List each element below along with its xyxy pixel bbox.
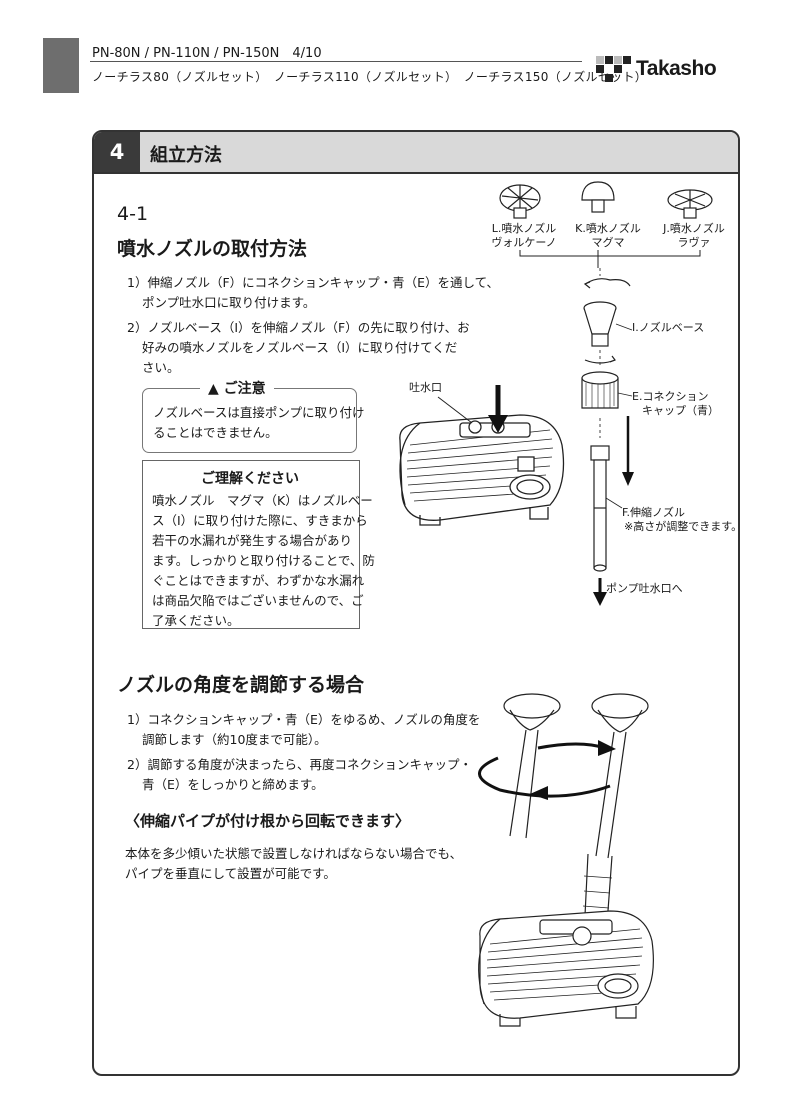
nozzle-magma-name: マグマ	[591, 236, 625, 249]
rotate-line-1: 本体を多少傾いた状態で設置しなければならない場合でも、	[125, 846, 463, 861]
nozzle-options-illustration	[499, 181, 713, 268]
notice-line-4: ます。しっかりと取り付けることで、防	[152, 553, 375, 568]
subsection-number: 4-1	[117, 203, 149, 225]
base-label: I.ノズルベース	[632, 321, 705, 334]
rotate-line-2: パイプを垂直にして設置が可能です。	[125, 866, 336, 881]
header-rule	[90, 61, 582, 62]
model-number: PN-80N / PN-110N / PN-150N 4/10	[92, 46, 322, 61]
section-title: 組立方法	[150, 145, 222, 166]
notice-line-6: は商品欠陥ではございませんので、ご	[152, 593, 364, 608]
notice-line-1: 噴水ノズル マグマ（K）はノズルベー	[152, 493, 373, 508]
notice-line-7: 了承ください。	[152, 613, 240, 628]
brand-name: Takasho	[636, 57, 717, 80]
logo-mark-icon	[596, 56, 631, 82]
angle-step-1a: 1）コネクションキャップ・青（E）をゆるめ、ノズルの角度を	[127, 712, 481, 727]
rotate-title: 〈伸縮パイプが付け根から回転できます〉	[125, 812, 411, 830]
notice-title: ご理解ください	[201, 471, 299, 487]
header-bar	[43, 38, 79, 93]
outlet-label: 吐水口	[409, 381, 442, 394]
notice-box	[142, 460, 360, 629]
subsection-title: 噴水ノズルの取付方法	[117, 238, 308, 260]
nozzle-label-magma: K.噴水ノズル マグマ	[558, 222, 658, 250]
install-step-1a: 1）伸縮ノズル（F）にコネクションキャップ・青（E）を通して、	[127, 275, 500, 290]
cap-label-1: E.コネクション	[632, 390, 709, 403]
section-header	[94, 132, 738, 174]
section-number: 4	[94, 132, 140, 172]
angle-section-title: ノズルの角度を調節する場合	[117, 674, 365, 696]
nozzle-volcano-code: L.噴水ノズル	[491, 222, 557, 235]
product-subtitle: ノーチラス80（ノズルセット） ノーチラス110（ノズルセット） ノーチラス15…	[92, 70, 648, 84]
rotation-illustration	[478, 693, 654, 1027]
caution-heading: ▲ ご注意	[200, 378, 274, 398]
nozzle-lava-name: ラヴァ	[677, 236, 711, 249]
install-step-2c: さい。	[142, 360, 180, 375]
nozzle-label-volcano: L.噴水ノズル ヴォルケーノ	[474, 222, 574, 250]
pipe-label-2: ※高さが調整できます。	[624, 520, 743, 533]
nozzle-label-lava: J.噴水ノズル ラヴァ	[644, 222, 744, 250]
cap-label-2: キャップ（青）	[642, 404, 719, 417]
nozzle-volcano-name: ヴォルケーノ	[491, 236, 557, 249]
caution-line-2: ることはできません。	[153, 425, 278, 440]
caution-line-1: ノズルベースは直接ポンプに取り付け	[153, 405, 365, 420]
assembly-exploded-illustration	[581, 268, 634, 606]
notice-line-5: ぐことはできますが、わずかな水漏れ	[152, 573, 365, 588]
brand-logo: Takasho	[596, 56, 746, 84]
install-step-2a: 2）ノズルベース（I）を伸縮ノズル（F）の先に取り付け、お	[127, 320, 470, 335]
nozzle-lava-code: J.噴水ノズル	[663, 222, 725, 235]
angle-step-1b: 調節します（約10度まで可能）。	[142, 732, 327, 747]
caution-title: ご注意	[223, 381, 266, 397]
pump-illustration	[399, 385, 565, 526]
warning-icon: ▲	[208, 381, 219, 397]
to-outlet-label: ポンプ吐水口へ	[606, 582, 683, 595]
angle-step-2b: 青（E）をしっかりと締めます。	[142, 777, 324, 792]
install-step-1b: ポンプ吐水口に取り付けます。	[142, 295, 316, 310]
install-step-2b: 好みの噴水ノズルをノズルベース（I）に取り付けてくだ	[142, 340, 458, 355]
nozzle-magma-code: K.噴水ノズル	[575, 222, 641, 235]
pipe-label-1: F.伸縮ノズル	[622, 506, 686, 519]
section-frame	[92, 130, 740, 1076]
notice-line-2: ス（I）に取り付けた際に、すきまから	[152, 513, 368, 528]
notice-line-3: 若干の水漏れが発生する場合があり	[152, 533, 353, 548]
angle-step-2a: 2）調節する角度が決まったら、再度コネクションキャップ・	[127, 757, 472, 772]
